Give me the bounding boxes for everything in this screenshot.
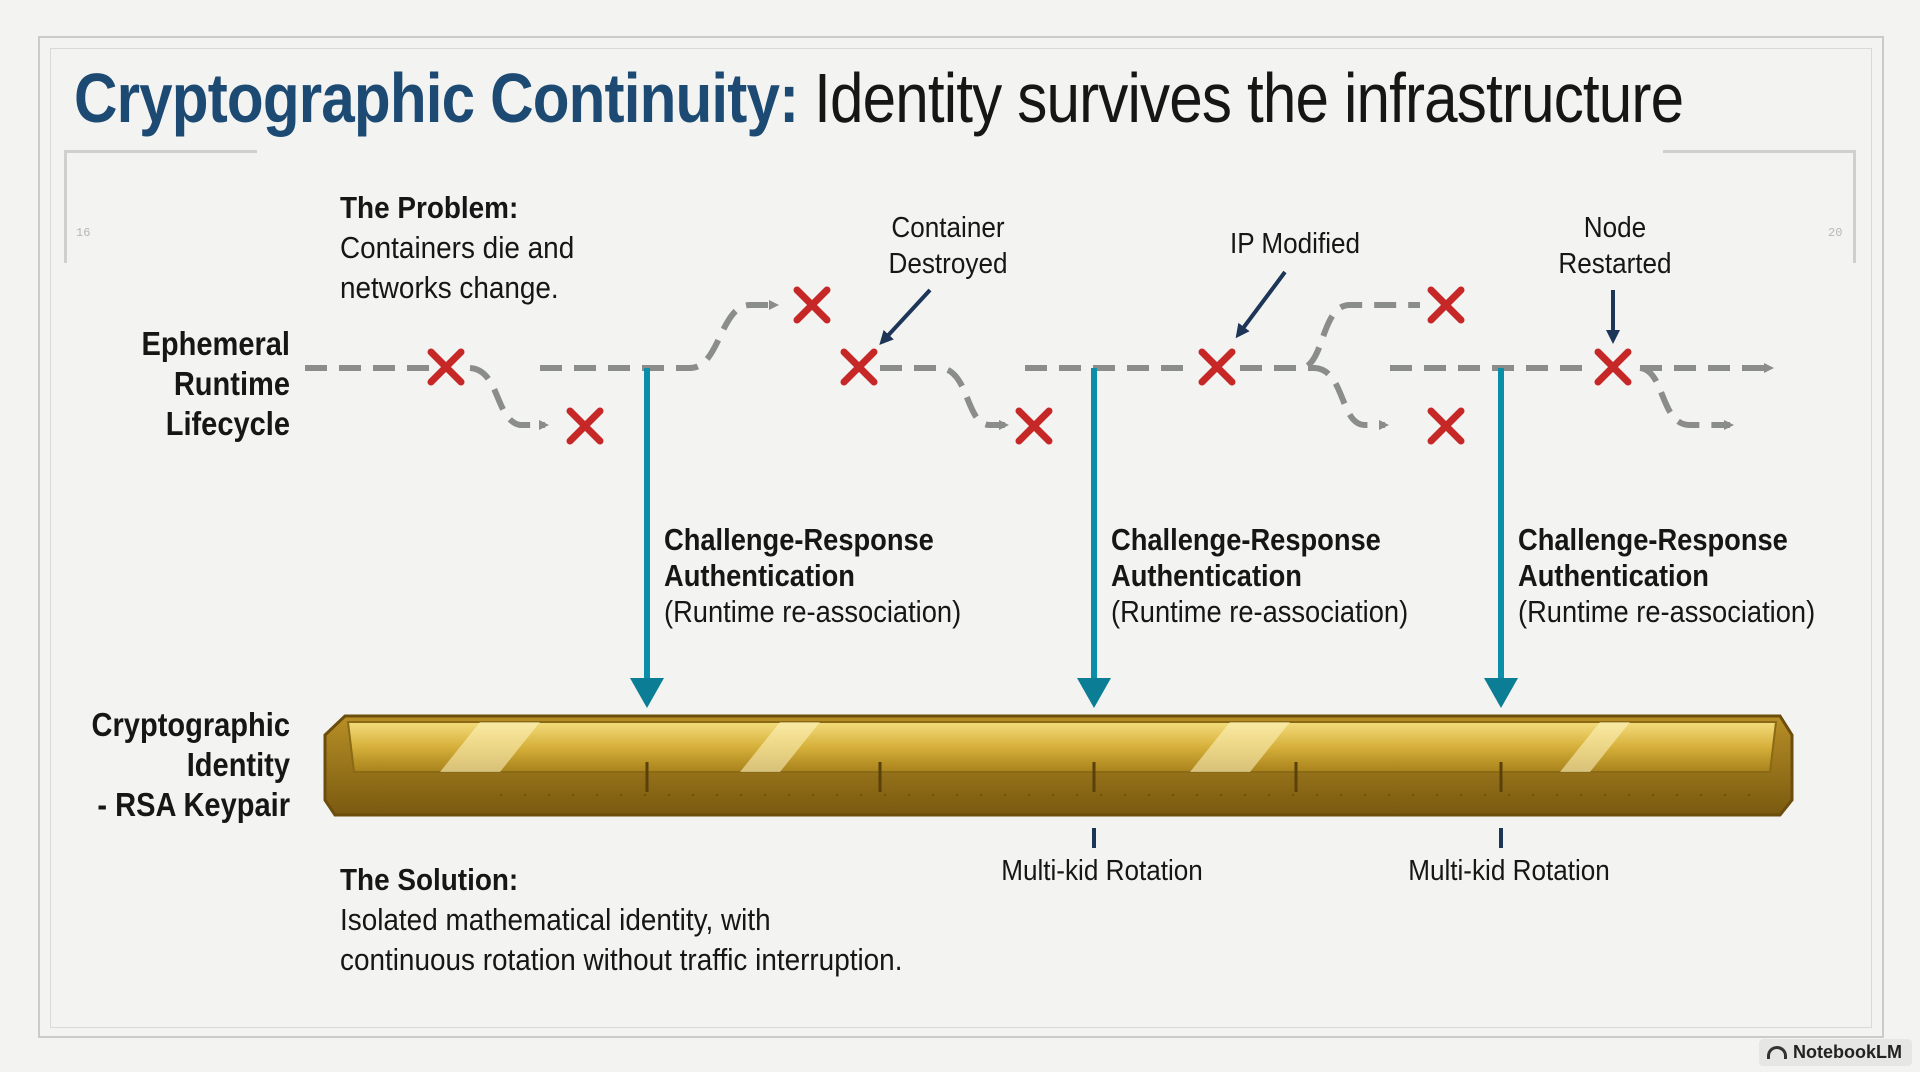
- event-label-container-destroyed: Container Destroyed: [867, 210, 1029, 282]
- pointer-arrow-icon: [879, 288, 932, 345]
- corner-bracket-right: [1663, 150, 1856, 263]
- x-mark-icon: [793, 286, 831, 324]
- event-pointers: [879, 270, 1620, 345]
- auth-1-title: Challenge-Response Authentication: [664, 522, 934, 593]
- event-1-line-1: Container: [891, 212, 1005, 244]
- outer-frame: [38, 36, 1884, 1038]
- auth-3-title: Challenge-Response Authentication: [1518, 522, 1788, 593]
- inner-frame: [50, 48, 1872, 1028]
- rotation-label-2: Multi-kid Rotation: [1408, 855, 1610, 887]
- corner-bracket-left: [64, 150, 257, 263]
- problem-line-2: networks change.: [340, 270, 559, 305]
- lane-identity-line-2: Identity: [186, 746, 290, 783]
- auth-label-1: Challenge-Response Authentication (Runti…: [664, 522, 961, 630]
- problem-line-1: Containers die and: [340, 230, 575, 265]
- badge-label: NotebookLM: [1793, 1042, 1902, 1062]
- auth-3-subtitle: (Runtime re-association): [1518, 594, 1816, 629]
- x-mark-icon: [1015, 407, 1053, 445]
- auth-label-2: Challenge-Response Authentication (Runti…: [1111, 522, 1408, 630]
- gold-identity-bar: [323, 714, 1794, 817]
- ruler-number-left: 16: [76, 226, 91, 240]
- event-3-line-2: Restarted: [1558, 248, 1672, 280]
- runtime-branch-end: [1639, 365, 1734, 430]
- auth-1-subtitle: (Runtime re-association): [664, 594, 962, 629]
- solution-block: The Solution: Isolated mathematical iden…: [340, 860, 902, 980]
- title-rest: Identity survives the infrastructure: [814, 59, 1684, 137]
- failure-markers: [427, 286, 1632, 445]
- runtime-branch-1: [469, 365, 549, 430]
- rotation-label-1: Multi-kid Rotation: [1001, 855, 1203, 887]
- event-1-line-2: Destroyed: [888, 248, 1008, 280]
- ruler-number-right: 20: [1828, 226, 1843, 240]
- lane-runtime-line-2: Runtime: [173, 365, 290, 402]
- x-mark-icon: [566, 407, 604, 445]
- auth-2-title: Challenge-Response Authentication: [1111, 522, 1381, 593]
- event-label-node-restarted: Node Restarted: [1534, 210, 1696, 282]
- runtime-segment-2: [540, 300, 779, 371]
- auth-arrow-2: [1077, 368, 1111, 708]
- solution-line-1: Isolated mathematical identity, with: [340, 902, 771, 937]
- event-3-line-1: Node: [1583, 212, 1647, 244]
- auth-arrows: [630, 368, 1518, 708]
- page-title: Cryptographic Continuity: Identity survi…: [74, 58, 1684, 138]
- solution-heading: The Solution:: [340, 862, 519, 897]
- auth-arrow-3: [1484, 368, 1518, 708]
- lane-identity-line-3: - RSA Keypair: [97, 786, 290, 823]
- auth-arrow-1: [630, 368, 664, 708]
- lane-label-runtime: Ephemeral Runtime Lifecycle: [61, 324, 291, 444]
- notebooklm-logo-icon: [1767, 1046, 1788, 1059]
- title-accent: Cryptographic Continuity:: [74, 59, 799, 137]
- event-2-line-1: IP Modified: [1229, 228, 1361, 260]
- x-mark-icon: [840, 348, 878, 386]
- x-mark-icon: [1427, 407, 1465, 445]
- x-mark-icon: [1594, 348, 1632, 386]
- runtime-branch-bottom: [1240, 365, 1389, 430]
- runtime-timeline: [305, 300, 1774, 430]
- problem-heading: The Problem:: [340, 190, 519, 225]
- lane-identity-line-1: Cryptographic: [91, 706, 290, 743]
- rotation-markers: [1092, 828, 1503, 848]
- lane-runtime-line-3: Lifecycle: [165, 405, 290, 442]
- x-mark-icon: [427, 348, 465, 386]
- notebooklm-badge: NotebookLM: [1759, 1039, 1912, 1066]
- event-label-ip-modified: IP Modified: [1210, 226, 1381, 262]
- runtime-branch-top: [1240, 302, 1420, 371]
- lane-runtime-line-1: Ephemeral: [141, 325, 291, 362]
- auth-label-3: Challenge-Response Authentication (Runti…: [1518, 522, 1815, 630]
- problem-block: The Problem: Containers die and networks…: [340, 188, 574, 308]
- x-mark-icon: [1427, 286, 1465, 324]
- solution-line-2: continuous rotation without traffic inte…: [340, 942, 903, 977]
- lane-label-identity: Cryptographic Identity - RSA Keypair: [61, 705, 290, 825]
- auth-2-subtitle: (Runtime re-association): [1111, 594, 1409, 629]
- pointer-arrow-icon: [1235, 270, 1287, 339]
- x-mark-icon: [1198, 348, 1236, 386]
- runtime-segment-3: [880, 365, 1009, 430]
